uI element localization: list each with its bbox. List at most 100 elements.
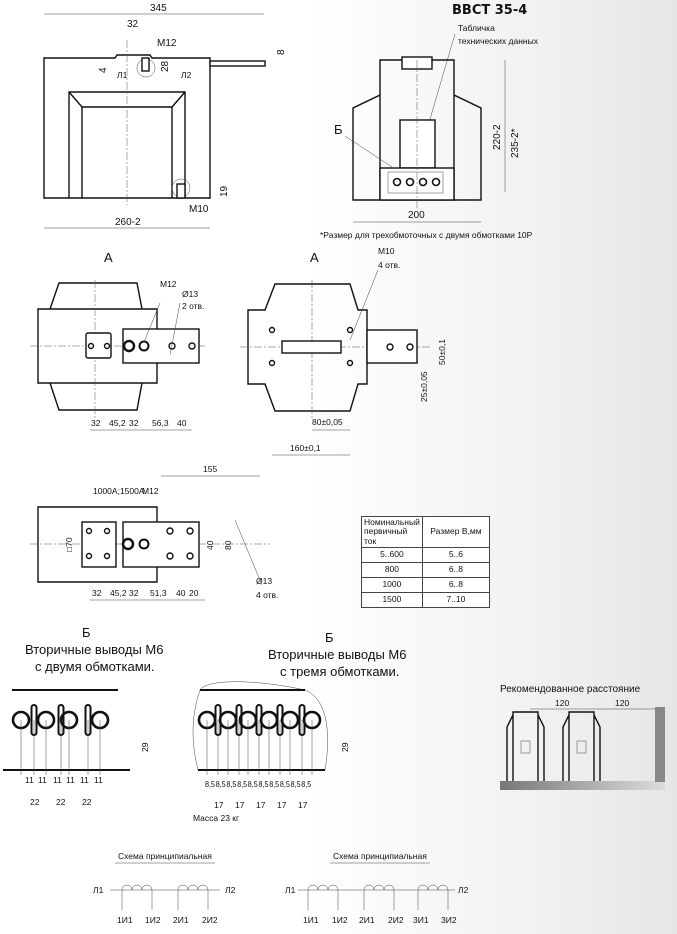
view-a-label: А — [310, 250, 319, 265]
coil-winding — [427, 884, 439, 891]
coil-winding — [121, 884, 133, 891]
dim-80: 80±0,05 — [312, 417, 343, 427]
scheme-title: Схема принципиальная — [333, 851, 427, 861]
secondary-terminals-three-windings: Б Вторичные выводы М6 с тремя обмотками.… — [192, 630, 406, 823]
dimension-note: *Размер для трехобмоточных с двумя обмот… — [320, 230, 533, 240]
table-cell-size: 7..10 — [421, 592, 491, 608]
coil-winding — [383, 884, 395, 891]
table-cell-size: 5..6 — [421, 547, 491, 563]
product-title: ВВСТ 35-4 — [452, 3, 527, 18]
dim-40: 40 — [205, 540, 215, 550]
dim-label: 32 — [91, 418, 101, 428]
dim-label: 17 — [235, 800, 245, 810]
dim-label: 8,5 — [301, 779, 311, 789]
table-header-size: Размер В,мм — [421, 516, 491, 548]
view-b-label: Б — [325, 630, 334, 645]
recommended-distance: Рекомендованное расстояние 120 120 — [500, 684, 665, 790]
recommended-title: Рекомендованное расстояние — [500, 684, 641, 695]
coil-winding — [131, 884, 143, 891]
table-header-row: Номинальный первичный ток Размер В,мм — [361, 516, 491, 548]
terminal-l2: Л2 — [225, 885, 236, 895]
thread-m10: M10 — [378, 246, 395, 256]
table-cell-size: 6..8 — [421, 577, 491, 593]
dim-25: 25±0,05 — [419, 371, 429, 402]
table-header-current: Номинальный первичный ток — [361, 516, 423, 548]
dim-label: 17 — [298, 800, 308, 810]
dim-160: 160±0,1 — [290, 443, 321, 453]
front-view: 345 32 M12 28 8 4 Л1 Л2 19 M10 260-2 — [43, 3, 287, 229]
dim-label: 56,3 — [152, 418, 169, 428]
mass-label: Масса 23 кг — [193, 813, 239, 823]
coil-winding — [417, 884, 429, 891]
coil-winding — [141, 884, 153, 891]
dim-label: 11 — [94, 775, 103, 785]
dim-label: 11 — [25, 775, 34, 785]
scheme-title: Схема принципиальная — [118, 851, 212, 861]
thread-m12: M12 — [160, 279, 177, 289]
dim-label: 8,5 — [291, 779, 301, 789]
dim-label: 11 — [80, 775, 89, 785]
dim-260: 260-2 — [115, 217, 141, 228]
dim-label: 8,5 — [226, 779, 236, 789]
dim-345: 345 — [150, 3, 167, 14]
terminal-label: 1И2 — [332, 915, 348, 925]
terminal-l1: Л1 — [285, 885, 296, 895]
dim-200: 200 — [408, 210, 425, 221]
terminal-label: 3И2 — [441, 915, 457, 925]
dim-19: 19 — [219, 185, 230, 197]
dim-label: 32 — [92, 588, 102, 598]
view-b-marker: Б — [334, 122, 343, 137]
hole-count: 4 отв. — [256, 590, 278, 600]
nameplate-label: Табличка — [458, 23, 495, 33]
coil-winding — [197, 884, 209, 891]
secondary-terminals-two-windings: Б Вторичные выводы М6 с двумя обмотками.… — [3, 625, 163, 807]
caption-line-1: Вторичные выводы М6 — [25, 642, 163, 657]
dim-label: 8,5 — [216, 779, 226, 789]
terminal-label: 2И2 — [388, 915, 404, 925]
nameplate-label-2: технических данных — [458, 36, 539, 46]
dim-label: 8,5 — [248, 779, 258, 789]
dim-29: 29 — [340, 742, 350, 752]
terminal-label: 3И1 — [413, 915, 429, 925]
dim-label: 20 — [189, 588, 199, 598]
terminal-label: 1И1 — [117, 915, 133, 925]
dim-label: 17 — [214, 800, 224, 810]
dim-label: 45,2 — [109, 418, 126, 428]
view-b-label: Б — [82, 625, 91, 640]
caption-line-1: Вторичные выводы М6 — [268, 647, 406, 662]
coil-winding — [187, 884, 199, 891]
coil-winding — [363, 884, 375, 891]
dim-label: 22 — [30, 797, 40, 807]
terminal-label: 2И1 — [173, 915, 189, 925]
dim-28: 28 — [160, 60, 171, 72]
dim-80: 80 — [223, 540, 233, 550]
dim-32: 32 — [127, 19, 139, 30]
terminal-label: 1И1 — [303, 915, 319, 925]
thread-m10: M10 — [189, 204, 209, 215]
terminal-l1: Л1 — [93, 885, 104, 895]
dim-label: 8,5 — [280, 779, 290, 789]
view-a-right: А M10 4 отв. 50±0,1 25±0,05 80±0,05 160±… — [240, 246, 447, 456]
terminal-l2: Л2 — [458, 885, 469, 895]
table-cell-current: 1000 — [361, 577, 423, 593]
dim-50: 50±0,1 — [437, 339, 447, 365]
hole-diameter: Ø13 — [182, 289, 198, 299]
dim-label: 8,5 — [205, 779, 215, 789]
table-cell-current: 5..600 — [361, 547, 423, 563]
thread-m12: M12 — [157, 38, 177, 49]
dim-label: 45,2 — [110, 588, 127, 598]
dim-label: 22 — [56, 797, 66, 807]
dim-label: 17 — [277, 800, 287, 810]
dim-label: 32 — [129, 418, 139, 428]
dim-220: 220-2 — [492, 124, 503, 150]
dim-29: 29 — [140, 742, 150, 752]
caption-line-2: с тремя обмотками. — [280, 664, 399, 679]
dim-label: 8,5 — [259, 779, 269, 789]
hole-diameter: Ø13 — [256, 576, 272, 586]
terminal-label: 2И1 — [359, 915, 375, 925]
